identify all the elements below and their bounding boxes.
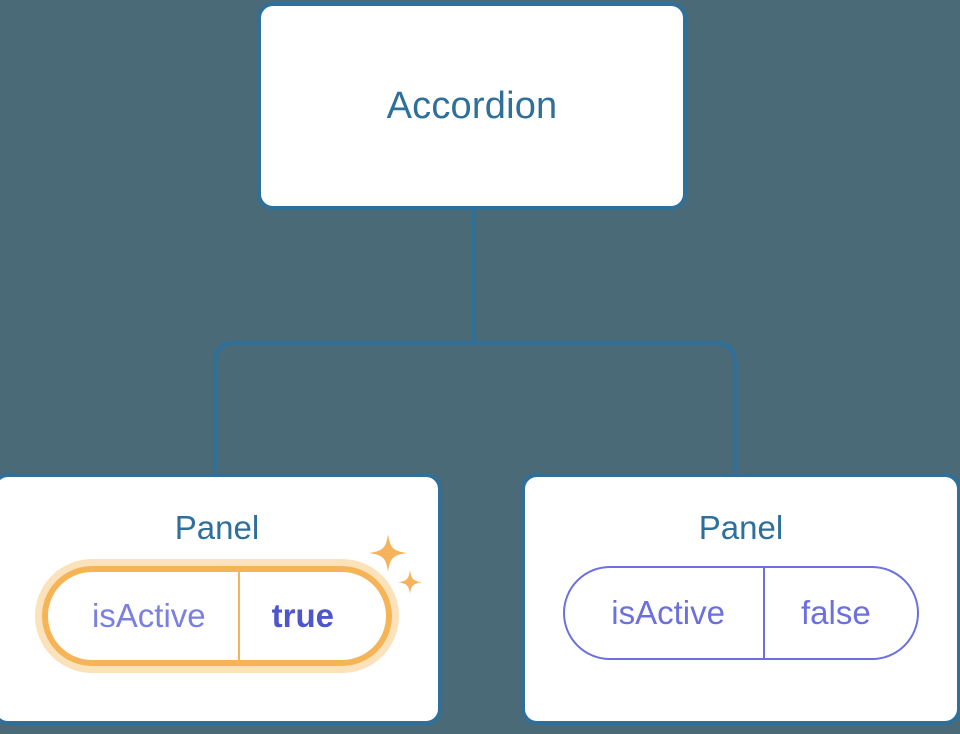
panel-title: Panel	[174, 509, 260, 546]
prop-pill-isactive-true[interactable]: isActive true	[41, 566, 393, 666]
panel-title: Panel	[698, 509, 784, 546]
connector-branch-bus	[213, 341, 737, 473]
sparkle-small-icon	[398, 570, 423, 594]
prop-value-label: false	[762, 568, 917, 658]
prop-key-label: isActive	[91, 597, 206, 634]
prop-pill-plain-wrapper: isActive false	[563, 566, 919, 660]
node-accordion[interactable]: Accordion	[257, 2, 687, 210]
prop-value-label: true	[237, 572, 386, 660]
sparkle-large-icon	[369, 534, 408, 572]
prop-key-label: isActive	[611, 594, 725, 631]
prop-pill-highlight-wrapper: isActive true	[34, 534, 423, 673]
prop-pill-isactive-false[interactable]: isActive false	[563, 566, 919, 660]
node-panel-active[interactable]: Panel isActive true	[0, 473, 442, 725]
accordion-title: Accordion	[386, 85, 558, 127]
node-panel-inactive[interactable]: Panel isActive false	[521, 473, 960, 725]
highlight-glow-ring	[34, 559, 400, 673]
